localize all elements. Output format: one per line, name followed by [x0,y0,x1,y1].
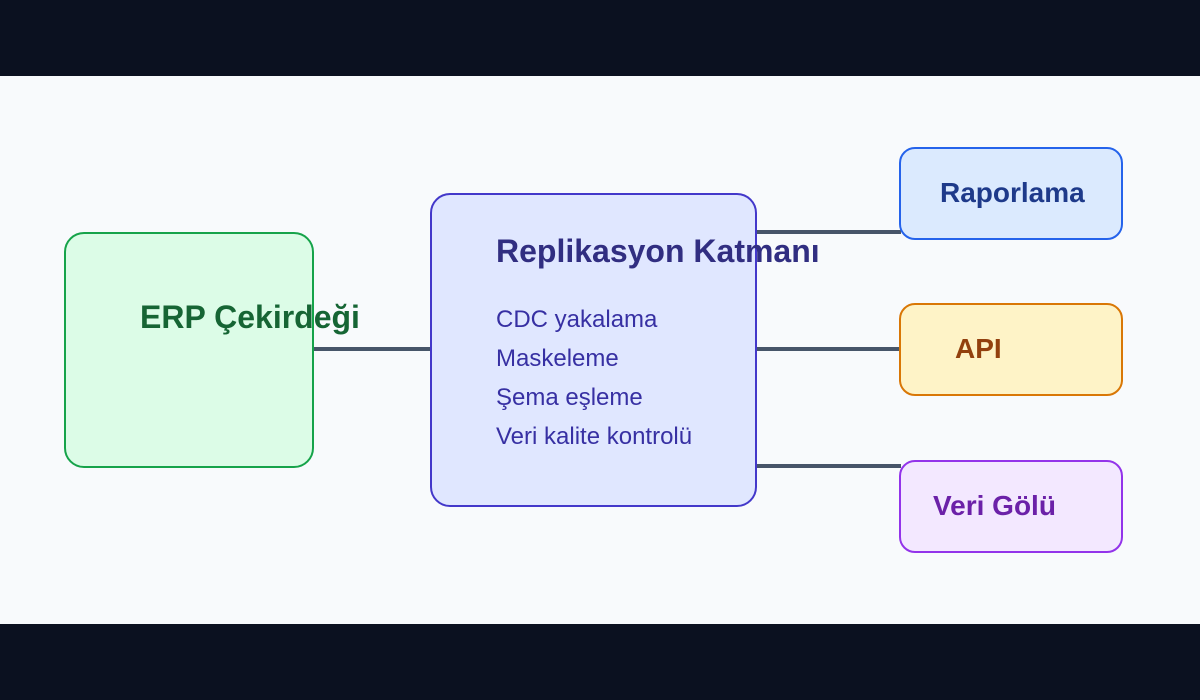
target-node-api [899,303,1123,396]
erp-core-title: ERP Çekirdeği [140,299,360,335]
target-node-veri-golu [899,460,1123,553]
replication-step: Şema eşleme [496,384,643,411]
replication-layer-title: Replikasyon Katmanı [496,233,820,269]
replication-layer-node [430,193,757,507]
target-label-raporlama: Raporlama [940,177,1085,208]
target-label-api: API [955,333,1002,364]
replication-step: CDC yakalama [496,306,658,333]
replication-step: Veri kalite kontrolü [496,423,693,450]
replication-step-list: CDC yakalama Maskeleme Şema eşleme Veri … [496,300,692,456]
erp-core-node [64,232,314,468]
replication-step: Maskeleme [496,345,619,372]
target-label-veri-golu: Veri Gölü [933,490,1056,521]
target-node-raporlama [899,147,1123,240]
